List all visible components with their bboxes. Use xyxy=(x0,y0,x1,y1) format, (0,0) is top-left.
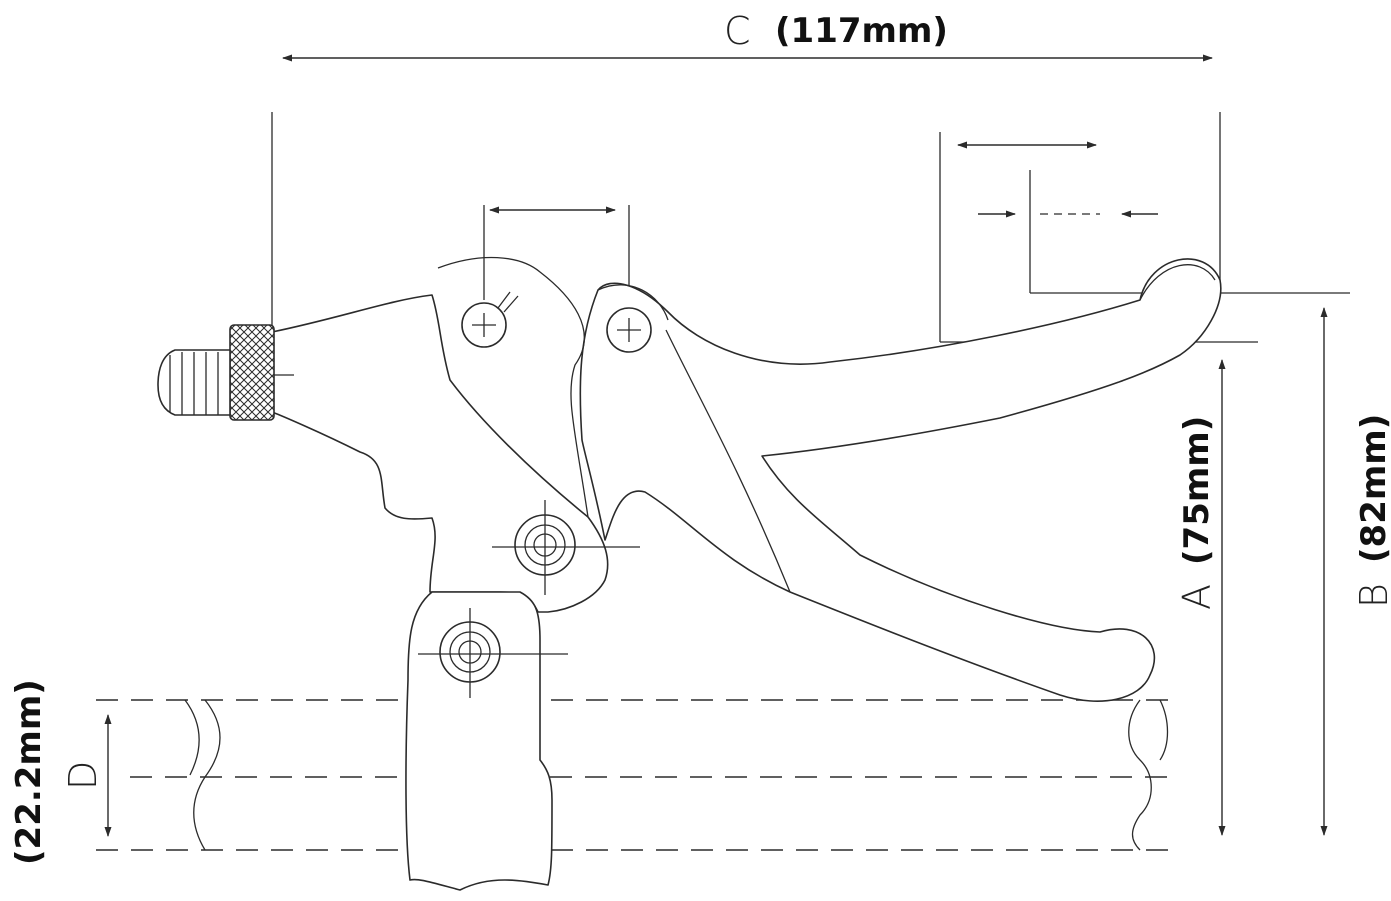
knurled-nut xyxy=(229,324,275,421)
dimension-a: A (75mm) xyxy=(1175,359,1226,836)
dimension-a-letter: A xyxy=(1175,584,1219,610)
dimension-c-letter: C xyxy=(724,9,751,53)
barrel-adjuster xyxy=(157,324,294,421)
dimension-a-value: (75mm) xyxy=(1177,416,1217,565)
pivot-upper-right xyxy=(606,307,652,353)
pivot-main xyxy=(492,500,640,595)
pivot-spacing-dimension xyxy=(483,205,630,300)
dimension-b-value: (82mm) xyxy=(1354,414,1391,563)
dimension-d-value: (22.2mm) xyxy=(9,679,49,865)
pivot-clamp-bolt xyxy=(418,608,568,698)
dimension-b: B (82mm) xyxy=(1320,307,1391,836)
handlebar-clamp xyxy=(405,591,553,891)
handlebar xyxy=(96,699,1180,851)
pivot-upper-left xyxy=(461,291,519,348)
dimension-c-value: (117mm) xyxy=(775,11,948,51)
dimension-d-letter: D xyxy=(61,761,105,790)
dimension-d: (22.2mm) D xyxy=(9,679,112,865)
lever-blade xyxy=(579,258,1222,702)
dimension-b-letter: B xyxy=(1352,583,1391,608)
dimension-c: C (117mm) xyxy=(271,9,1221,330)
